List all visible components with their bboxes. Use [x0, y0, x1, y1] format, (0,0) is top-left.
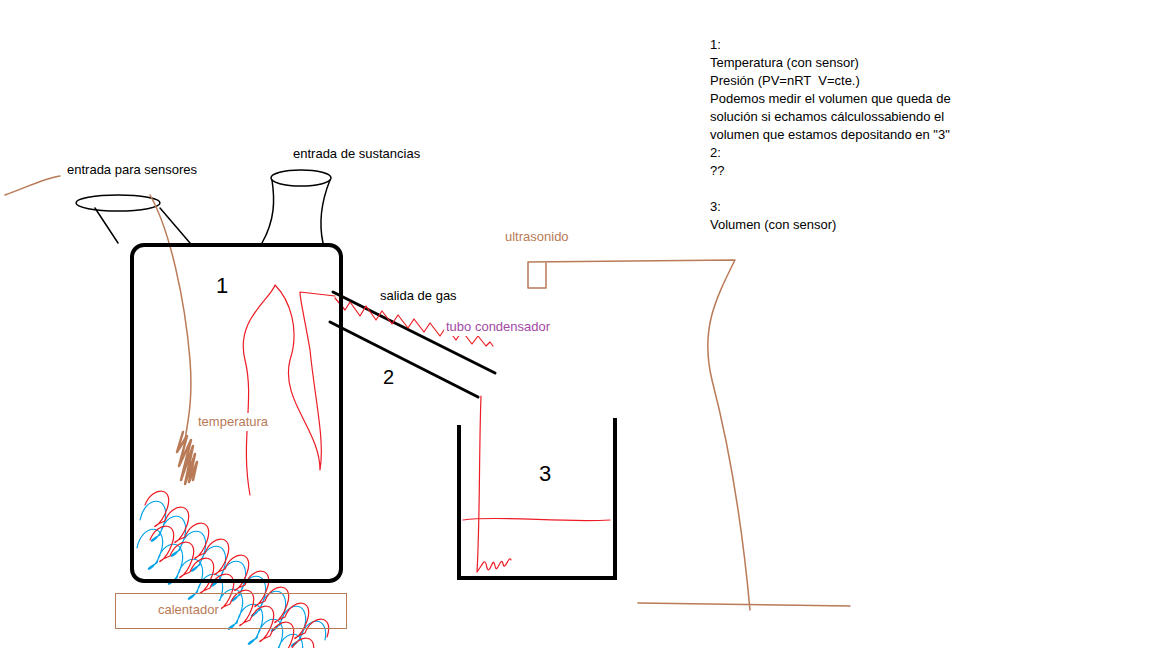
part-label: salida de gas [378, 287, 459, 305]
ultrasonic-bath [528, 260, 850, 610]
liquid-scribble [150, 526, 314, 648]
note-paragraph: Podemos medir el volumen que queda de so… [708, 90, 974, 144]
part-label: ultrasonido [503, 228, 571, 246]
liquid-scribble [145, 491, 329, 638]
neck-opening [76, 195, 160, 211]
neck-opening [271, 170, 331, 186]
part-label: tubo condensador [444, 318, 552, 336]
part-label: calentador [156, 601, 221, 619]
note-line: 1: [708, 36, 723, 54]
temperature-probe [177, 432, 197, 484]
flask-neck [95, 208, 190, 243]
flask-neck [262, 180, 330, 243]
collection-beaker: 3 [457, 418, 617, 580]
note-line: Volumen (con sensor) [708, 216, 838, 234]
note-line: Presión (PV=nRT V=cte.) [708, 72, 862, 90]
condenser-tube [330, 292, 495, 397]
note-line: 2: [708, 144, 723, 162]
note-line: ?? [708, 162, 726, 180]
callout-number: 3 [537, 465, 553, 483]
heater-plate: calentador [115, 593, 347, 629]
liquid-level [463, 518, 610, 520]
beaker-wall [459, 418, 615, 578]
part-label: entrada de sustancias [291, 145, 422, 163]
part-label: temperatura [196, 413, 270, 431]
beaker-outline [457, 418, 617, 580]
sensor-cable [5, 176, 60, 195]
liquid-scribble [137, 529, 323, 648]
condensate-drip [477, 396, 511, 572]
part-label: entrada para sensores [65, 161, 199, 179]
note-line: 3: [708, 198, 723, 216]
callout-number: 1 [214, 277, 230, 295]
callout-number: 2 [381, 368, 396, 386]
vapour-trace [243, 285, 335, 495]
sensor-cable [150, 195, 191, 440]
liquid-scribble [140, 501, 326, 646]
note-line: Temperatura (con sensor) [708, 54, 861, 72]
